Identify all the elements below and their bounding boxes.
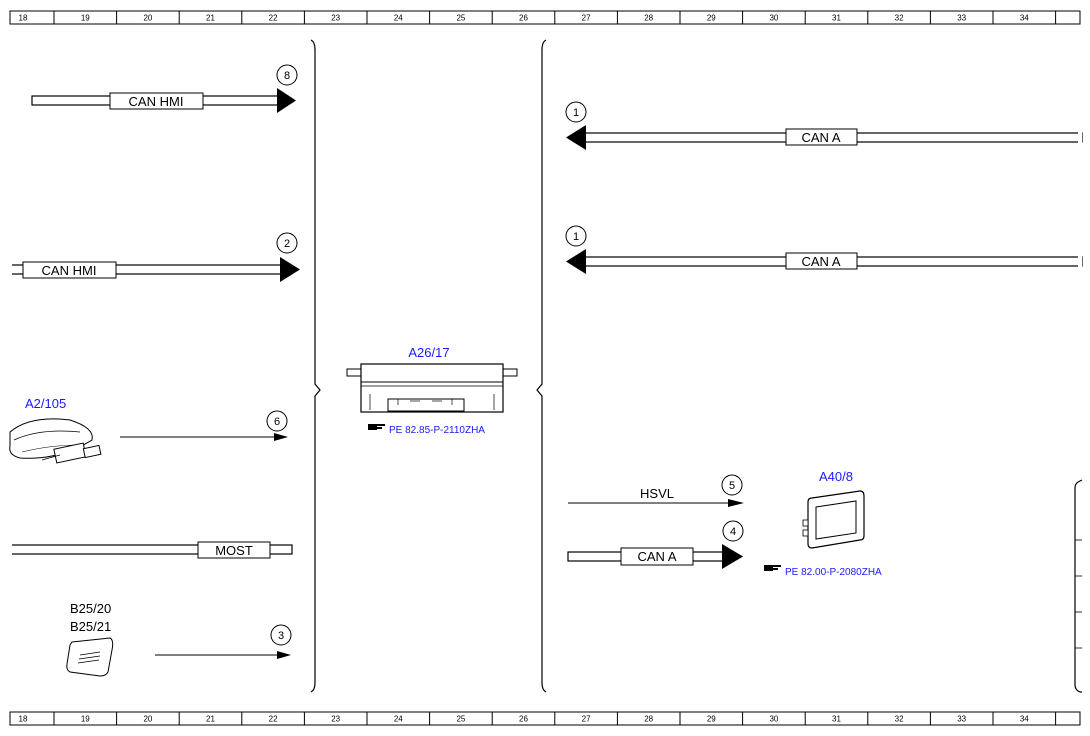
top-ruler-number: 34	[1020, 14, 1029, 23]
partial-component-right	[1074, 479, 1083, 693]
a2-105-component[interactable]: A2/105	[9, 396, 102, 464]
bottom-ruler-number: 22	[269, 715, 278, 724]
a26-17-label[interactable]: A26/17	[408, 345, 449, 360]
a40-8-component[interactable]: A40/8 PE 82.00-P-2080ZHA	[764, 469, 882, 578]
top-ruler-number: 31	[832, 14, 841, 23]
bottom-ruler-number: 19	[81, 715, 90, 724]
bottom-ruler-number: 33	[957, 715, 966, 724]
top-ruler-number: 22	[269, 14, 278, 23]
bottom-ruler-number: 23	[331, 715, 340, 724]
signal-3-line: 3	[155, 624, 292, 659]
can-a-mid-line: CAN A 1	[565, 225, 1083, 274]
bottom-ruler-number: 29	[707, 715, 716, 724]
top-ruler-number: 21	[206, 14, 215, 23]
connector-5[interactable]: 5	[729, 480, 735, 492]
top-ruler-number: 29	[707, 14, 716, 23]
connector-4[interactable]: 4	[730, 526, 736, 538]
top-ruler-number: 20	[143, 14, 152, 23]
top-ruler: 18 19 20 21 22 23 24 25 26 27 28 29 30 31 32 33 34	[9, 10, 1081, 25]
bottom-ruler-number: 18	[19, 715, 28, 724]
can-a-bottom-line: CAN A 4	[567, 520, 744, 569]
bottom-ruler-number: 34	[1020, 715, 1029, 724]
signal-6-line: 6	[120, 410, 288, 441]
can-hmi-mid-line: CAN HMI 2	[8, 232, 300, 282]
can-hmi-top-line: CAN HMI 8	[31, 64, 298, 113]
top-ruler-number: 18	[19, 14, 28, 23]
most-label: MOST	[215, 543, 253, 558]
top-ruler-number: 19	[81, 14, 90, 23]
a26-17-component[interactable]: A26/17 PE 82.85-P-2110ZHA	[346, 345, 518, 436]
can-a-mid-label: CAN A	[801, 254, 840, 269]
b25-20-label[interactable]: B25/20	[70, 601, 111, 616]
connector-3[interactable]: 3	[278, 630, 284, 642]
bottom-ruler-number: 32	[895, 715, 904, 724]
bottom-ruler-number: 25	[456, 715, 465, 724]
bottom-ruler-number: 28	[644, 715, 653, 724]
bottom-ruler-number: 20	[143, 715, 152, 724]
a40-8-label[interactable]: A40/8	[819, 469, 853, 484]
bottom-ruler: 18 19 20 21 22 23 24 25 26 27 28 29 30 31 32 33 34	[9, 711, 1081, 726]
top-ruler-number: 23	[331, 14, 340, 23]
a26-17-reference-link[interactable]: PE 82.85-P-2110ZHA	[389, 425, 485, 436]
can-hmi-mid-label: CAN HMI	[42, 263, 97, 278]
connector-1-mid[interactable]: 1	[573, 231, 579, 243]
most-line: MOST	[8, 541, 293, 559]
can-a-bottom-label: CAN A	[637, 549, 676, 564]
connector-2[interactable]: 2	[284, 238, 290, 250]
left-bracket	[310, 39, 321, 693]
b25-component[interactable]: B25/20 B25/21	[66, 601, 114, 677]
right-bracket	[536, 39, 547, 693]
bottom-ruler-number: 30	[769, 715, 778, 724]
top-ruler-number: 27	[582, 14, 591, 23]
bottom-ruler-number: 21	[206, 715, 215, 724]
top-ruler-number: 32	[895, 14, 904, 23]
connector-6[interactable]: 6	[274, 416, 280, 428]
top-ruler-number: 26	[519, 14, 528, 23]
bottom-ruler-number: 27	[582, 715, 591, 724]
b25-21-label[interactable]: B25/21	[70, 619, 111, 634]
connector-1-top[interactable]: 1	[573, 107, 579, 119]
can-a-top-line: CAN A 1	[565, 101, 1083, 150]
hsvl-label: HSVL	[640, 486, 674, 501]
top-ruler-number: 30	[769, 14, 778, 23]
hsvl-line: HSVL 5	[568, 474, 744, 507]
hand-pointer-icon	[368, 424, 385, 430]
bottom-ruler-number: 26	[519, 715, 528, 724]
top-ruler-number: 33	[957, 14, 966, 23]
top-ruler-number: 24	[394, 14, 403, 23]
connector-8[interactable]: 8	[284, 70, 290, 82]
top-ruler-number: 25	[456, 14, 465, 23]
bottom-ruler-number: 24	[394, 715, 403, 724]
a2-105-label[interactable]: A2/105	[25, 396, 66, 411]
bottom-ruler-number: 31	[832, 715, 841, 724]
can-hmi-top-label: CAN HMI	[129, 94, 184, 109]
hand-pointer-icon	[764, 565, 781, 571]
top-ruler-number: 28	[644, 14, 653, 23]
can-a-top-label: CAN A	[801, 130, 840, 145]
a40-8-reference-link[interactable]: PE 82.00-P-2080ZHA	[785, 567, 882, 578]
